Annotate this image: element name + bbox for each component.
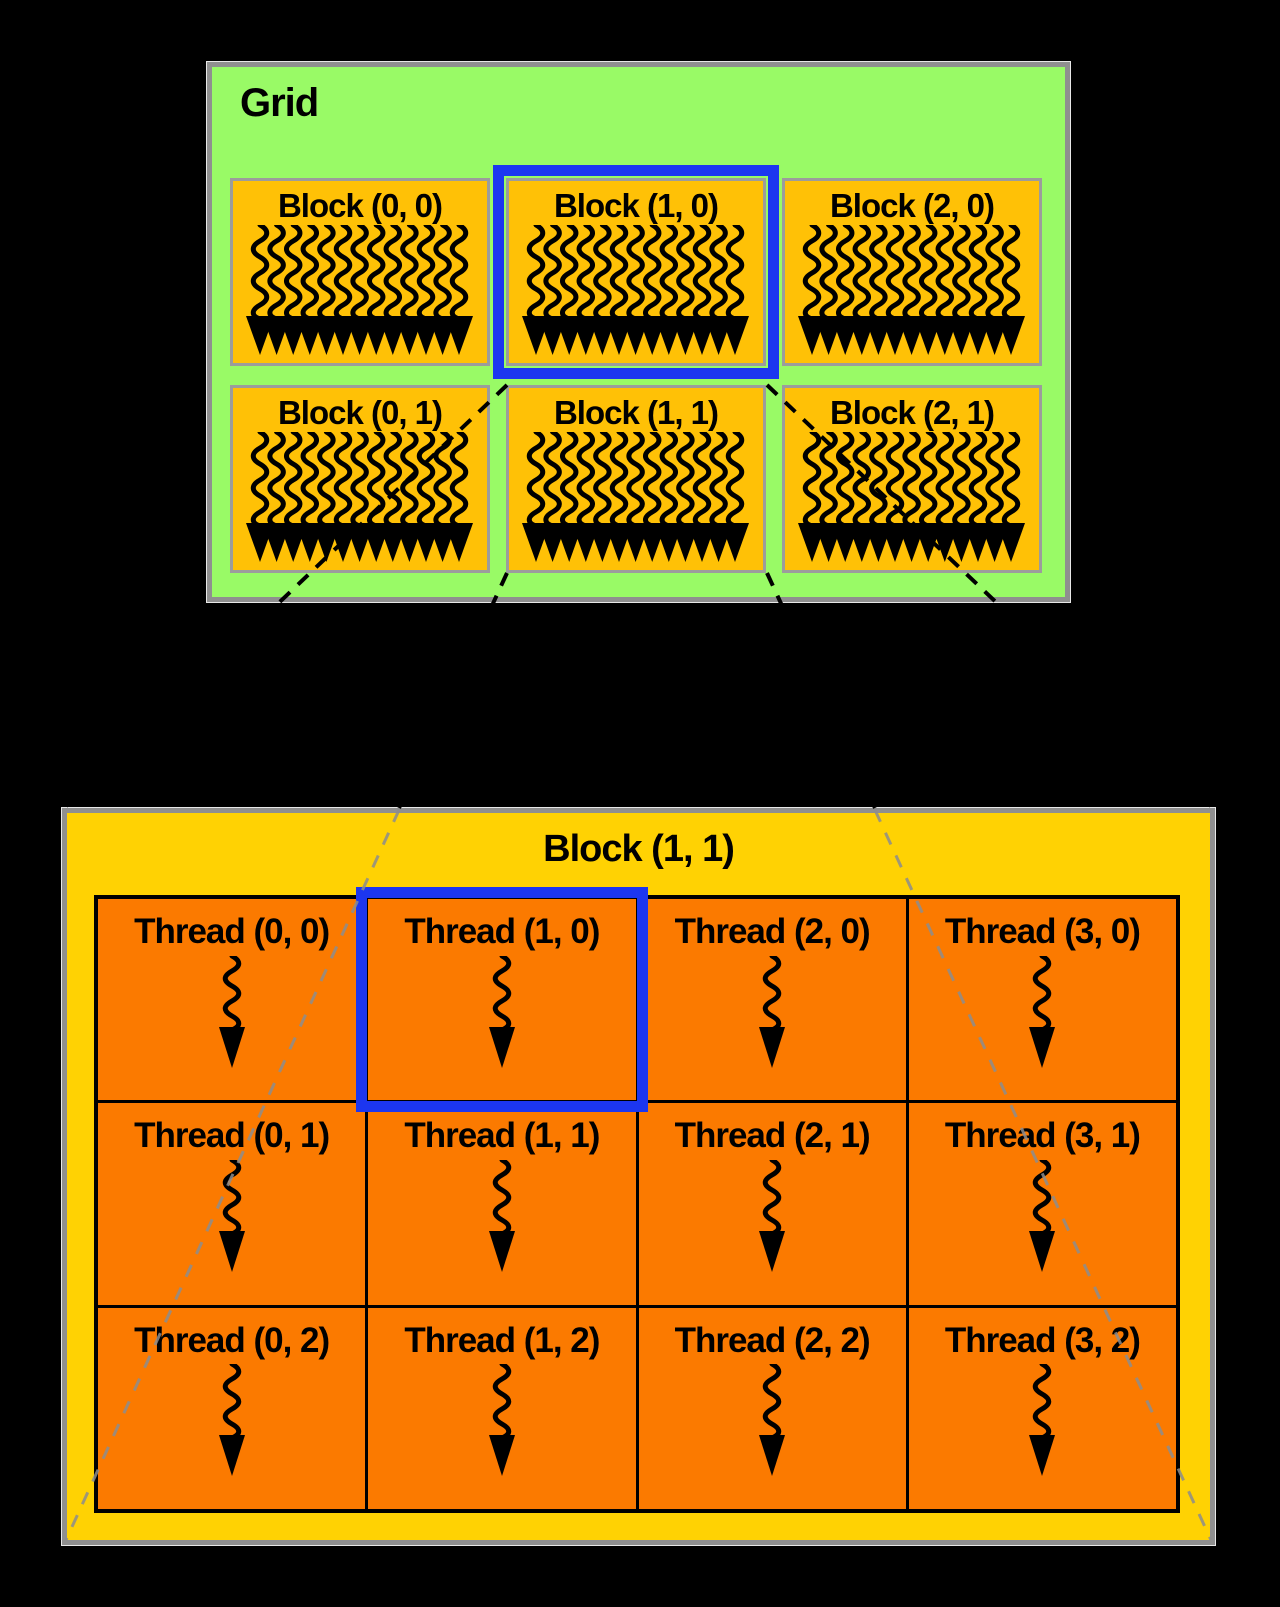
threads-table: Thread (0, 0) Thread (1, 0) Thread (2, 0… (94, 886, 1180, 1513)
thread-cell-2-2: Thread (2, 2) (638, 1307, 906, 1509)
grid-blocks-container: Block (0, 0) Block (1, 0) Block (2, 0) B… (230, 165, 1043, 573)
dashed-line-bottom-right-outer (765, 572, 877, 809)
grid-block-2-1: Block (2, 1) (782, 385, 1042, 573)
block-detail-title: Block (1, 1) (543, 828, 735, 870)
block-detail-panel: Block (1, 1) Thread (0, 0) Thread (1, 0)… (62, 808, 1215, 1545)
thread-arrow-icon (216, 956, 248, 1074)
thread-cell-3-1: Thread (3, 1) (908, 1103, 1176, 1305)
thread-cell-1-1: Thread (1, 1) (368, 1103, 636, 1305)
thread-label: Thread (3, 1) (944, 1116, 1141, 1156)
grid-title: Grid (240, 81, 319, 125)
thread-arrow-icon (216, 1160, 248, 1278)
thread-label: Thread (0, 0) (134, 912, 330, 951)
thread-arrow-icon (756, 1364, 788, 1482)
block-label: Block (2, 0) (829, 187, 995, 224)
thread-label: Thread (3, 2) (944, 1320, 1141, 1360)
thread-arrow-icon (486, 1160, 518, 1278)
thread-arrow-icon (486, 1364, 518, 1482)
block-label: Block (0, 1) (277, 394, 443, 431)
thread-label: Thread (2, 2) (674, 1320, 871, 1360)
thread-label: Thread (0, 2) (134, 1320, 330, 1360)
thread-label: Thread (0, 1) (134, 1116, 330, 1156)
thread-label: Thread (3, 0) (944, 912, 1141, 951)
thread-bundle-arrows-icon (246, 225, 474, 357)
thread-bundle-arrows-icon (522, 432, 750, 564)
block-label: Block (0, 0) (277, 187, 443, 224)
grid-block-0-1: Block (0, 1) (230, 385, 490, 573)
thread-arrow-icon (756, 956, 788, 1074)
thread-bundle-arrows-icon (522, 225, 750, 357)
grid-block-2-0: Block (2, 0) (782, 178, 1042, 366)
thread-bundle-arrows-icon (246, 432, 474, 564)
dashed-line-bottom-left-outer (397, 572, 509, 809)
thread-label: Thread (2, 0) (674, 912, 871, 951)
thread-arrow-icon (1026, 956, 1058, 1074)
thread-label: Thread (2, 1) (674, 1116, 871, 1156)
grid-panel: Grid Block (0, 0) Block (1, 0) Block (2,… (207, 62, 1070, 602)
grid-block-1-1: Block (1, 1) (506, 385, 766, 573)
thread-cell-1-0: Thread (1, 0) (356, 886, 648, 1113)
block-label: Block (1, 0) (553, 187, 719, 224)
thread-label: Thread (1, 1) (404, 1116, 600, 1156)
thread-arrow-icon (1026, 1364, 1058, 1482)
thread-cell-3-0: Thread (3, 0) (908, 899, 1176, 1101)
thread-bundle-arrows-icon (798, 432, 1026, 564)
thread-bundle-arrows-icon (798, 225, 1026, 357)
thread-arrow-icon (486, 956, 518, 1074)
thread-cell-2-0: Thread (2, 0) (638, 899, 906, 1101)
thread-arrow-icon (1026, 1160, 1058, 1278)
thread-arrow-icon (756, 1160, 788, 1278)
thread-cell-0-2: Thread (0, 2) (98, 1307, 366, 1509)
thread-cell-2-1: Thread (2, 1) (638, 1103, 906, 1305)
thread-arrow-icon (216, 1364, 248, 1482)
block-label: Block (2, 1) (829, 394, 995, 431)
grid-block-1-0: Block (1, 0) (493, 165, 779, 379)
thread-cell-0-0: Thread (0, 0) (98, 899, 366, 1101)
thread-cell-1-2: Thread (1, 2) (368, 1307, 636, 1509)
block-label: Block (1, 1) (553, 394, 719, 431)
thread-label: Thread (1, 0) (404, 912, 600, 951)
thread-cell-0-1: Thread (0, 1) (98, 1103, 366, 1305)
thread-label: Thread (1, 2) (404, 1320, 600, 1360)
grid-block-0-0: Block (0, 0) (230, 178, 490, 366)
thread-cell-3-2: Thread (3, 2) (908, 1307, 1176, 1509)
